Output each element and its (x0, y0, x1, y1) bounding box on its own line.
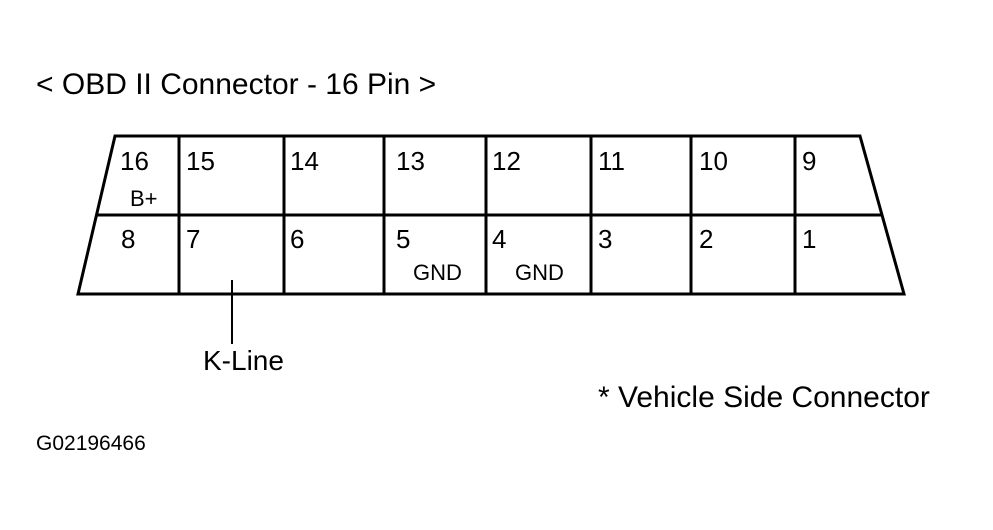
pin-number-15: 15 (186, 146, 215, 176)
pin-number-2: 2 (699, 224, 713, 254)
pin-dividers (177, 136, 797, 294)
pin-number-16: 16 (120, 146, 149, 176)
pin-number-7: 7 (186, 224, 200, 254)
k-line-callout-label: K-Line (203, 345, 284, 376)
pin-number-14: 14 (290, 146, 319, 176)
pin-label-16: B+ (130, 186, 158, 211)
diagram-title: < OBD II Connector - 16 Pin > (36, 68, 437, 101)
pin-number-5: 5 (396, 224, 410, 254)
pin-number-3: 3 (598, 224, 612, 254)
connector-body (76, 134, 906, 296)
pin-number-12: 12 (492, 146, 521, 176)
pin-number-8: 8 (121, 224, 135, 254)
pin-number-10: 10 (699, 146, 728, 176)
pin-label-5: GND (413, 260, 462, 285)
pin-number-1: 1 (802, 224, 816, 254)
vehicle-side-note: * Vehicle Side Connector (598, 381, 930, 414)
pin-number-13: 13 (396, 146, 425, 176)
pin-number-11: 11 (598, 146, 625, 176)
pin-number-4: 4 (492, 224, 506, 254)
pin-number-9: 9 (802, 146, 816, 176)
figure-id: G02196466 (36, 432, 146, 455)
pin-label-4: GND (515, 260, 564, 285)
pin-number-6: 6 (290, 224, 304, 254)
connector-outline (76, 134, 906, 296)
